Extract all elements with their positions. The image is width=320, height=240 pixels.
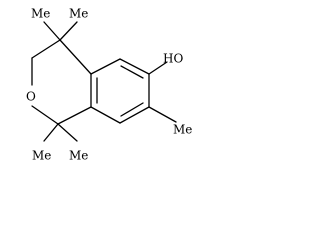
bond-c1-c8a [57,106,92,125]
bond-c4-me-left [43,21,61,41]
bond-c7-c8 [119,106,150,124]
ring-oxygen-label: O [26,90,36,104]
methyl-label-c1-right: Me [69,149,88,163]
bond-c4-c3 [31,39,61,59]
methyl-label-c7: Me [173,123,192,137]
bond-c4a-c4 [59,39,92,75]
bond-c6-oh [148,61,168,75]
molecule-structure: O HO Me Me Me Me Me [26,7,192,163]
methyl-label-c4-left: Me [31,7,50,21]
atom-labels: O HO Me Me Me Me Me [26,7,192,163]
bond-c4-me-right [59,21,78,41]
methyl-label-c1-left: Me [32,149,51,163]
bonds [31,21,177,142]
methyl-label-c4-right: Me [69,7,88,21]
bond-o2-c1 [31,105,59,125]
bond-c1-me-right [57,123,78,142]
bond-c1-me-left [43,123,59,142]
bond-c8-c8a [90,106,121,124]
bond-c4a-c5 [90,58,121,75]
bond-double-c5-c6 [120,65,144,79]
hydroxyl-label: HO [163,52,183,66]
bond-double-c7-c8 [120,102,144,117]
bond-c7-me [148,106,177,123]
bond-c5-c6 [119,58,150,75]
